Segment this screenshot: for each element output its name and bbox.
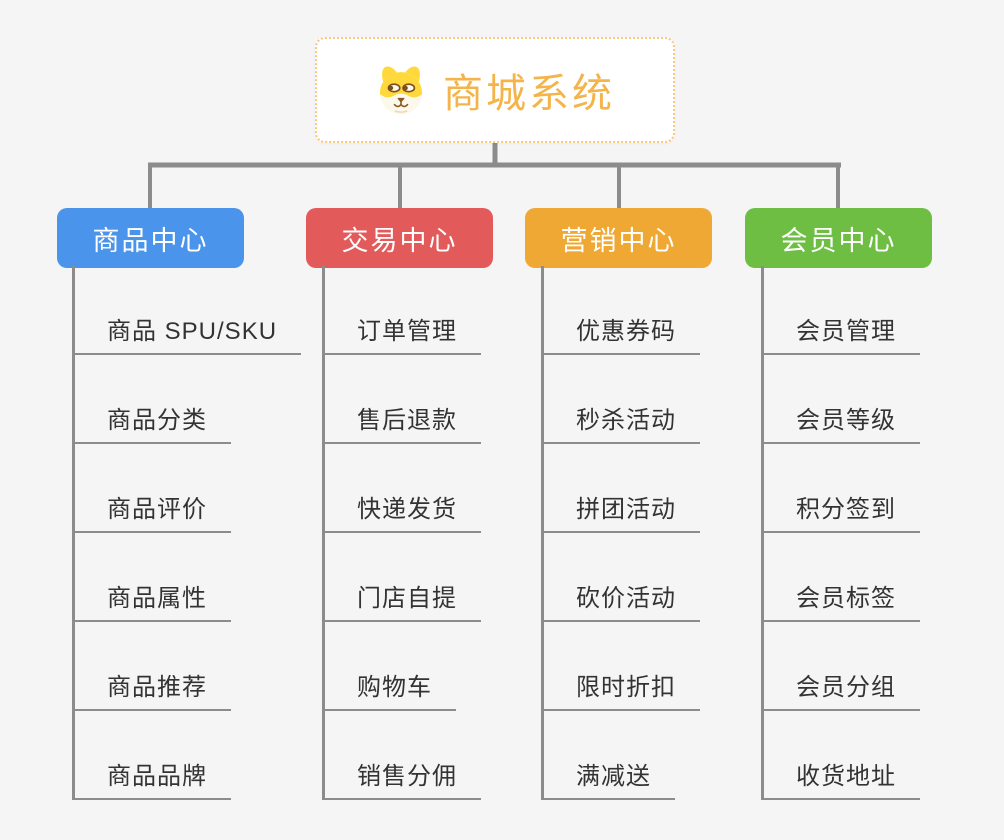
branch-node-product-center[interactable]: 商品中心 bbox=[57, 208, 244, 268]
topic-item[interactable]: 订单管理 bbox=[322, 266, 481, 355]
topic-item[interactable]: 商品属性 bbox=[72, 533, 231, 622]
topic-item[interactable]: 会员标签 bbox=[761, 533, 920, 622]
topic-item[interactable]: 快递发货 bbox=[322, 444, 481, 533]
branch-node-member-center[interactable]: 会员中心 bbox=[745, 208, 932, 268]
topic-item[interactable]: 商品推荐 bbox=[72, 622, 231, 711]
branch-node-marketing-center[interactable]: 营销中心 bbox=[525, 208, 712, 268]
topic-item[interactable]: 砍价活动 bbox=[541, 533, 700, 622]
topic-item[interactable]: 拼团活动 bbox=[541, 444, 700, 533]
branch-children-member-center: 会员管理 会员等级 积分签到 会员标签 会员分组 收货地址 bbox=[761, 266, 920, 800]
root-node-label: 商城系统 bbox=[443, 72, 615, 116]
topic-item[interactable]: 满减送 bbox=[541, 711, 675, 800]
topic-item[interactable]: 门店自提 bbox=[322, 533, 481, 622]
topic-item[interactable]: 会员管理 bbox=[761, 266, 920, 355]
topic-item[interactable]: 会员分组 bbox=[761, 622, 920, 711]
topic-item[interactable]: 会员等级 bbox=[761, 355, 920, 444]
branch-node-trade-center[interactable]: 交易中心 bbox=[306, 208, 493, 268]
topic-item[interactable]: 限时折扣 bbox=[541, 622, 700, 711]
branch-children-marketing-center: 优惠券码 秒杀活动 拼团活动 砍价活动 限时折扣 满减送 bbox=[541, 266, 700, 800]
topic-item[interactable]: 商品分类 bbox=[72, 355, 231, 444]
topic-item[interactable]: 商品评价 bbox=[72, 444, 231, 533]
topic-item[interactable]: 商品品牌 bbox=[72, 711, 231, 800]
topic-item[interactable]: 收货地址 bbox=[761, 711, 920, 800]
topic-item[interactable]: 优惠券码 bbox=[541, 266, 700, 355]
topic-item[interactable]: 商品 SPU/SKU bbox=[72, 266, 302, 355]
topic-item[interactable]: 售后退款 bbox=[322, 355, 481, 444]
topic-item[interactable]: 购物车 bbox=[322, 622, 456, 711]
dog-face-icon bbox=[379, 66, 423, 115]
root-node[interactable]: 商城系统 bbox=[315, 37, 675, 143]
topic-item[interactable]: 秒杀活动 bbox=[541, 355, 700, 444]
branch-children-trade-center: 订单管理 售后退款 快递发货 门店自提 购物车 销售分佣 bbox=[322, 266, 481, 800]
topic-item[interactable]: 销售分佣 bbox=[322, 711, 481, 800]
topic-item[interactable]: 积分签到 bbox=[761, 444, 920, 533]
branch-children-product-center: 商品 SPU/SKU 商品分类 商品评价 商品属性 商品推荐 商品品牌 bbox=[72, 266, 302, 800]
